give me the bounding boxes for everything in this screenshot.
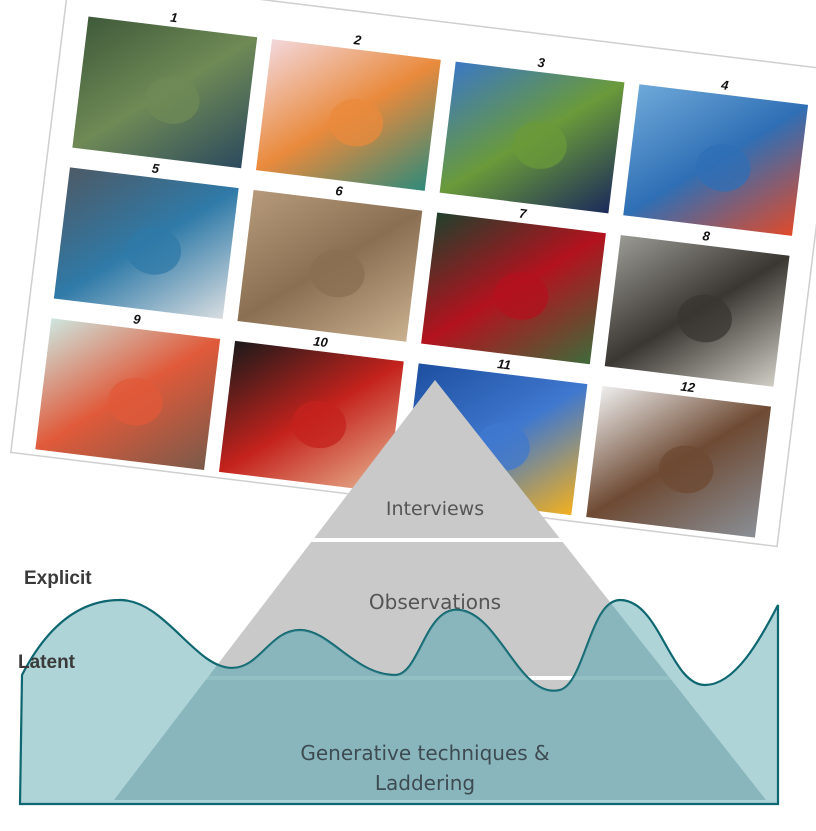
photo-stairs-accent <box>696 143 751 192</box>
water-area <box>18 598 780 806</box>
waterline <box>18 598 780 806</box>
photo-pawns-accent <box>108 377 163 426</box>
photo-number-label: 2 <box>352 32 363 48</box>
photo-number-label: 10 <box>312 333 329 350</box>
photo-number-label: 1 <box>169 10 178 26</box>
photo-number-label: 8 <box>702 228 712 244</box>
photo-broken-plate-accent <box>126 227 182 275</box>
latent-label: Latent <box>18 652 75 673</box>
photo-number-label: 12 <box>680 379 697 396</box>
photo-number-label: 5 <box>151 160 161 176</box>
photo-cactus-accent <box>328 98 384 147</box>
photo-number-label: 11 <box>497 356 512 373</box>
photo-football-accent <box>512 121 567 169</box>
photo-rose-accent <box>493 272 549 320</box>
photo-number-label: 9 <box>132 311 142 327</box>
tier-label-generative: Generative techniques & Laddering <box>255 738 595 798</box>
photo-number-label: 6 <box>335 183 345 199</box>
tier-label-generative-line1: Generative techniques & <box>300 741 550 765</box>
photo-peacock-accent <box>145 76 200 124</box>
photo-number-label: 7 <box>518 206 528 222</box>
photo-hands-heart-accent <box>291 400 347 449</box>
tier-label-interviews: Interviews <box>385 498 485 520</box>
tier-label-observations: Observations <box>368 590 502 614</box>
pyramid-tip-overlay <box>387 380 483 443</box>
photo-number-label: 3 <box>537 55 547 71</box>
photo-number-label: 4 <box>719 77 730 93</box>
tier-label-generative-line2: Laddering <box>374 771 476 795</box>
photo-sleeping-accent <box>659 445 714 494</box>
submerged-pyramid <box>114 600 766 800</box>
explicit-label: Explicit <box>24 568 92 589</box>
photo-chain-accent <box>677 294 732 343</box>
photo-footprint-accent <box>310 249 365 298</box>
